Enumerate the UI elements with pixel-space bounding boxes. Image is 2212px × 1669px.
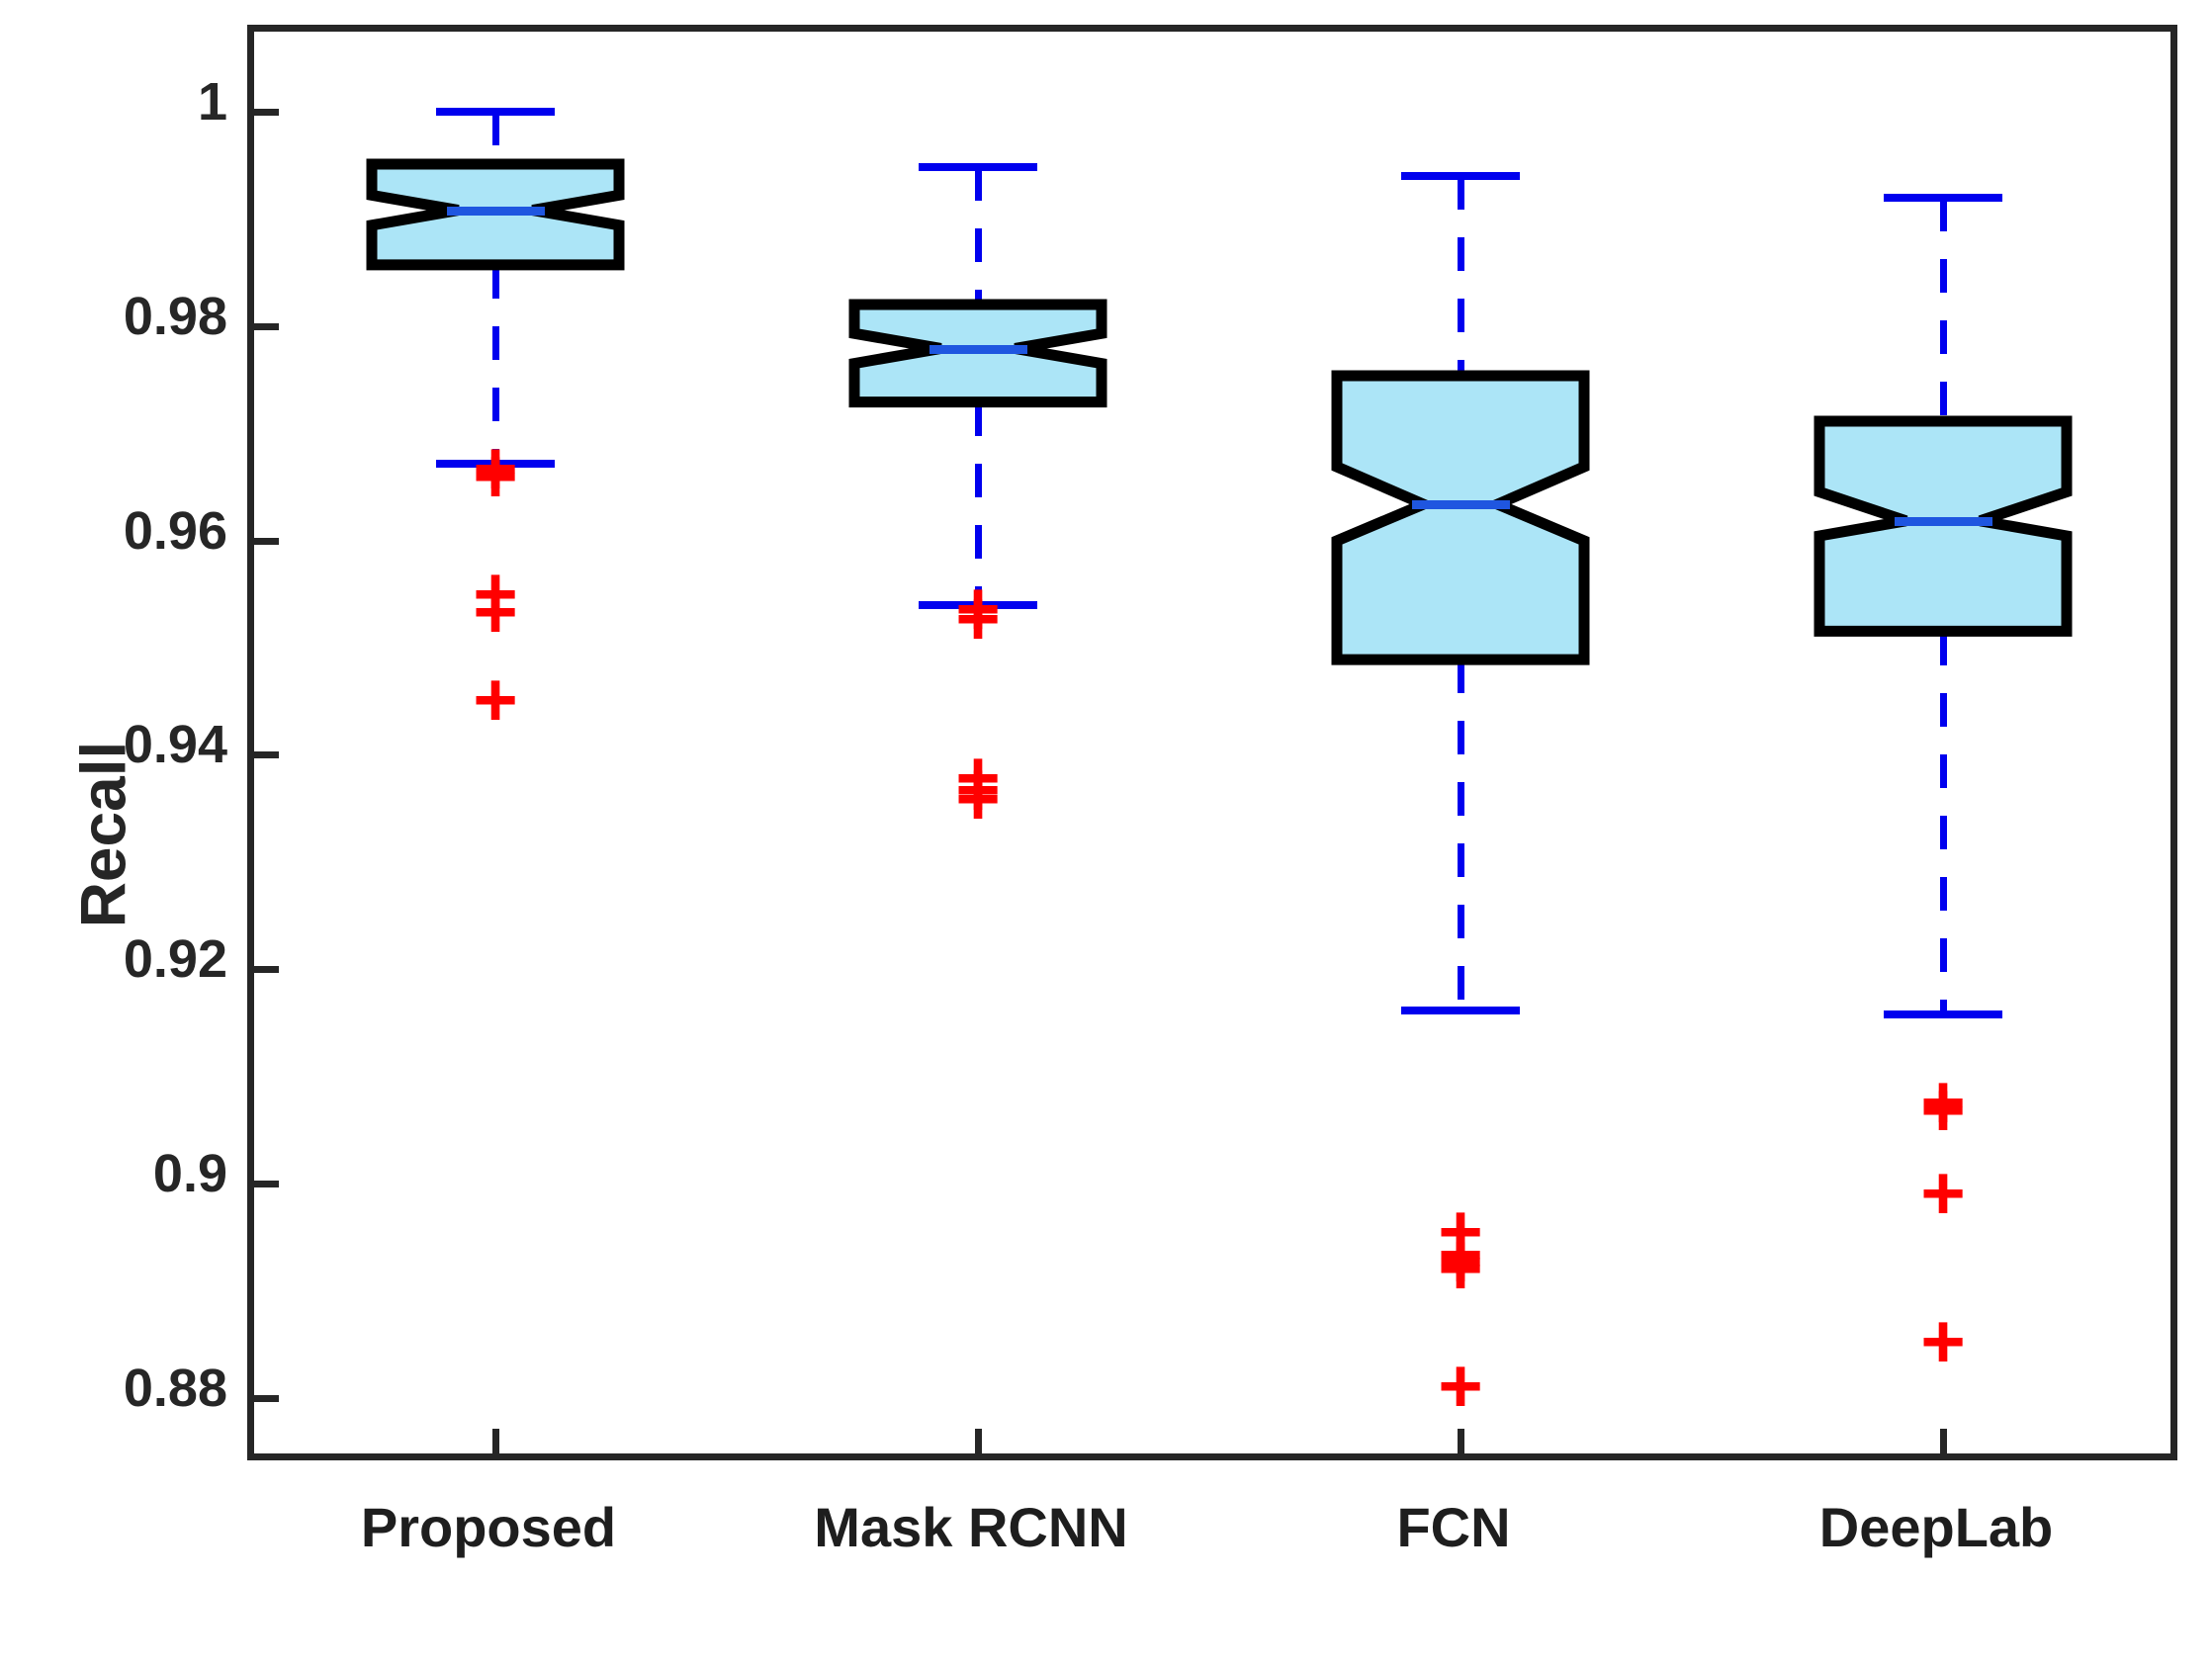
y-axis-tick xyxy=(253,751,279,759)
x-axis-tick-label-mask-rcnn: Mask RCNN xyxy=(814,1496,1128,1558)
y-axis-tick xyxy=(253,1394,279,1402)
whisker-upper xyxy=(1939,197,1947,422)
outlier-marker: + xyxy=(1920,1297,1966,1385)
x-axis-tick-label-proposed: Proposed xyxy=(360,1496,617,1558)
outlier-marker: + xyxy=(1438,1186,1483,1274)
median-line xyxy=(929,344,1027,354)
median-line xyxy=(446,206,545,216)
boxplot-proposed: +++++ xyxy=(254,32,2170,1453)
outlier-marker: + xyxy=(473,424,518,512)
y-axis-tick xyxy=(253,322,279,330)
median-line xyxy=(1411,499,1510,509)
whisker-lower xyxy=(1457,659,1464,1011)
y-axis-tick-label: 1 xyxy=(197,72,227,132)
outlier-marker: + xyxy=(1438,1216,1483,1304)
outlier-marker: + xyxy=(473,549,518,637)
y-axis-tick-label: 0.9 xyxy=(152,1143,227,1203)
outlier-marker: + xyxy=(1438,1210,1483,1298)
outlier-marker: + xyxy=(1438,1341,1483,1429)
whisker-cap-upper xyxy=(1401,172,1520,181)
x-axis-tick xyxy=(975,1429,982,1454)
boxplot-fcn: +++++ xyxy=(254,32,2170,1453)
outlier-marker: + xyxy=(955,746,1001,834)
y-axis-tick-label: 0.94 xyxy=(123,715,227,775)
outlier-marker: + xyxy=(473,568,518,656)
whisker-upper xyxy=(1457,176,1464,376)
outlier-marker: + xyxy=(955,573,1001,661)
y-axis-tick-label: 0.88 xyxy=(123,1358,227,1418)
outlier-marker: + xyxy=(1920,1058,1966,1146)
outlier-marker: + xyxy=(955,734,1001,822)
x-axis-tick xyxy=(1458,1429,1464,1454)
outlier-marker: + xyxy=(955,753,1001,841)
whisker-upper xyxy=(491,112,499,165)
box-notched xyxy=(1331,370,1590,665)
outlier-marker: + xyxy=(473,431,518,519)
whisker-lower xyxy=(974,401,982,605)
whisker-cap-upper xyxy=(1884,193,2002,202)
whisker-upper xyxy=(974,166,982,306)
whisker-cap-lower xyxy=(1884,1010,2002,1018)
y-axis-tick xyxy=(253,1180,279,1187)
outlier-marker: + xyxy=(955,564,1001,652)
box-notched xyxy=(1814,415,2073,638)
plot-area: +++++++++++++++++++ xyxy=(247,25,2177,1460)
outlier-marker: + xyxy=(1920,1066,1966,1154)
whisker-lower xyxy=(491,265,499,464)
whisker-cap-lower xyxy=(919,600,1037,609)
y-axis-tick xyxy=(253,109,279,117)
outlier-marker: + xyxy=(473,656,518,744)
whisker-cap-upper xyxy=(919,162,1037,171)
boxplot-deeplab: ++++ xyxy=(254,32,2170,1453)
whisker-lower xyxy=(1939,631,1947,1014)
y-axis-tick-label: 0.92 xyxy=(123,929,227,990)
y-axis-tick xyxy=(253,537,279,545)
whisker-cap-upper xyxy=(436,108,555,117)
x-axis-tick-label-fcn: FCN xyxy=(1396,1496,1511,1558)
y-axis-tick-label: 0.98 xyxy=(123,286,227,346)
x-axis-tick-label-deeplab: DeepLab xyxy=(1818,1496,2054,1558)
outlier-marker: + xyxy=(1920,1148,1966,1236)
x-axis-tick xyxy=(492,1429,499,1454)
whisker-cap-lower xyxy=(1401,1007,1520,1015)
y-axis-tick xyxy=(253,966,279,974)
x-axis-tick xyxy=(1940,1429,1947,1454)
median-line xyxy=(1894,517,1992,527)
boxplot-mask-rcnn: +++++ xyxy=(254,32,2170,1453)
y-axis-tick-label: 0.96 xyxy=(123,500,227,561)
outlier-marker: + xyxy=(1438,1224,1483,1312)
whisker-cap-lower xyxy=(436,459,555,468)
